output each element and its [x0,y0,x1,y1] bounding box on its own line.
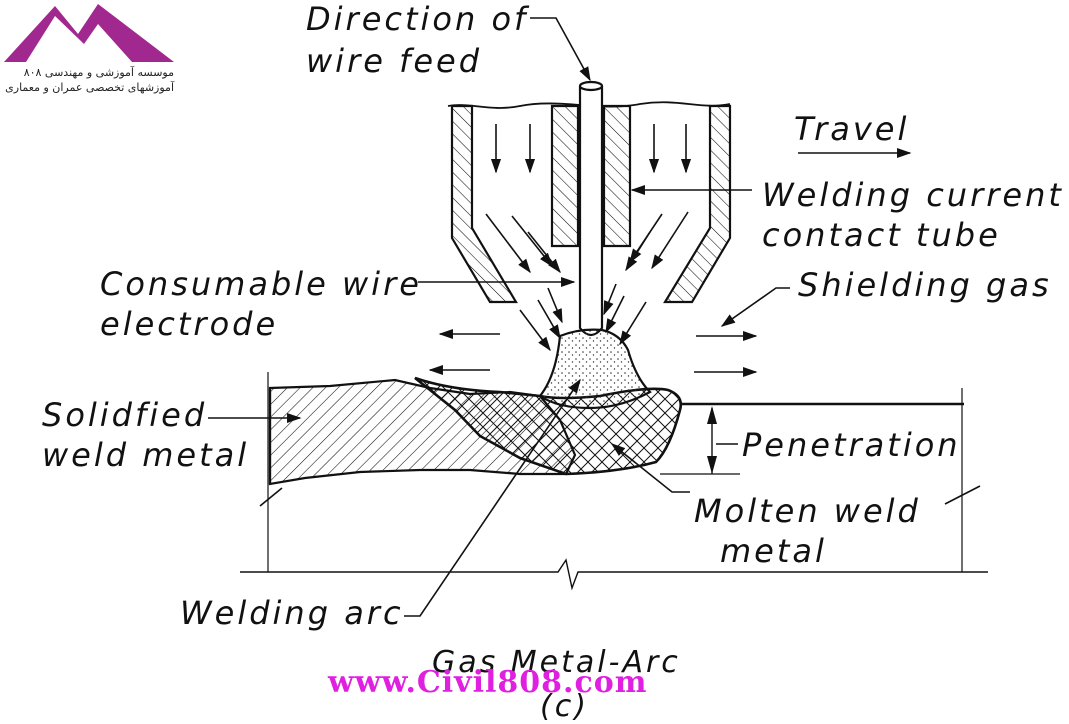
logo-mark [4,4,174,62]
company-logo: موسسه آموزشی و مهندسی ۸۰۸ آموزشهای تخصصی… [4,4,175,94]
logo-line-2: آموزشهای تخصصی عمران و معماری [5,80,175,94]
diagram-caption: Gas Metal-Arc [432,645,681,680]
label-wire-electrode-line1: Consumable wire [100,265,422,303]
nozzle-right-wall [663,104,732,304]
diagram-sub-caption: (c) [540,689,589,724]
label-shielding-gas: Shielding gas [798,266,1052,304]
label-wire-electrode-line2: electrode [100,305,278,343]
welding-gun [447,80,732,337]
label-contact-tube-line2: contact tube [762,216,1001,254]
welding-arc [538,328,652,410]
label-welding-arc: Welding arc [180,594,404,632]
label-wire-feed-line1: Direction of [306,0,530,38]
watermark-text: www.Civil808.com [327,665,648,700]
label-travel: Travel [794,110,909,148]
bottom-base-line [240,558,988,591]
leader-wire-feed [530,17,591,82]
leader-shielding-gas [720,287,790,327]
labels: Direction of wire feed Travel Welding cu… [42,0,1064,724]
label-molten-line1: Molten weld [694,492,921,530]
contact-tube-right [602,104,632,248]
left-break-mark [259,487,283,507]
label-solidified-line2: weld metal [42,436,249,474]
label-wire-feed-line2: wire feed [306,42,482,80]
leader-lines [208,17,912,617]
wire-electrode [578,86,604,337]
leader-molten [610,443,690,493]
nozzle-left-wall [450,104,518,304]
logo-line-1: موسسه آموزشی و مهندسی ۸۰۸ [24,65,174,79]
label-solidified-line1: Solidfied [42,396,207,434]
label-contact-tube-line1: Welding current [762,176,1064,214]
contact-tube-left [550,104,580,248]
label-molten-line2: metal [720,532,827,570]
right-break-mark [944,485,981,505]
leader-arc [404,378,581,617]
label-penetration: Penetration [742,426,961,464]
gas-flow-arrows [428,124,758,378]
wire-end [578,80,604,92]
